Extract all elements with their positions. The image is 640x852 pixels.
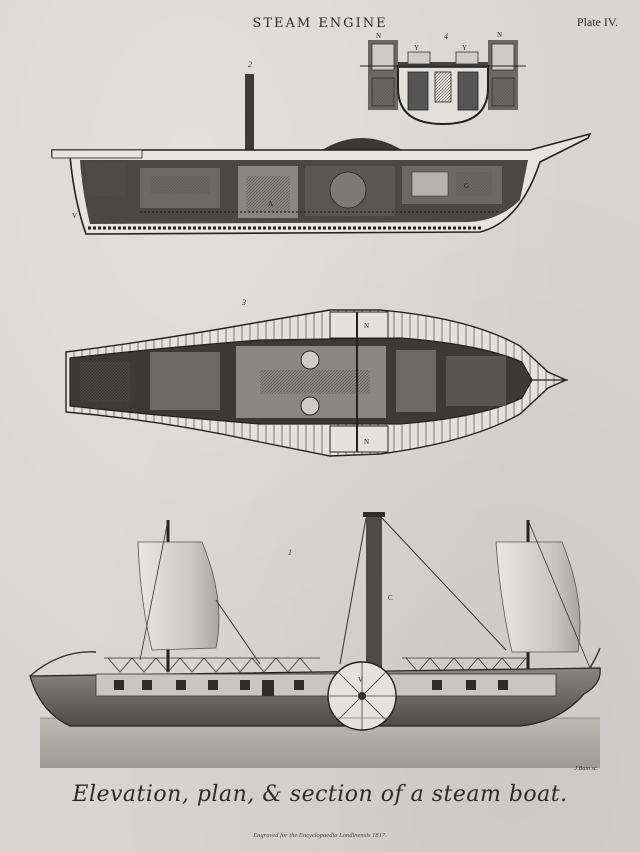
- plate-caption: Elevation, plan, & section of a steam bo…: [72, 782, 568, 807]
- label-y-left: Y: [414, 44, 419, 52]
- longitudinal-section-figure: [51, 74, 592, 235]
- label-n-right: N: [497, 31, 502, 39]
- deck-cabin-band: [95, 673, 557, 697]
- figure-number-3: 3: [242, 298, 246, 307]
- plate-number: Plate IV.: [576, 15, 618, 29]
- plan-paddle-box-bottom: [329, 425, 389, 453]
- deck-plan-figure: [65, 309, 568, 457]
- label-c-elev: C: [388, 594, 393, 602]
- label-v-elev: V: [358, 676, 363, 684]
- publisher-imprint: Engraved for the Encyclopaedia Londinens…: [253, 832, 387, 839]
- figure-number-1: 1: [288, 548, 292, 557]
- label-g-section: G: [464, 182, 469, 190]
- label-n-plan-bottom: N: [364, 438, 369, 446]
- cabin-windows: [114, 680, 508, 696]
- elevation-figure: [29, 512, 601, 768]
- label-n-plan-top: N: [364, 322, 369, 330]
- figure-number-4: 4: [444, 32, 448, 41]
- plan-paddle-box-top: [329, 311, 389, 339]
- label-a-section: A: [268, 200, 273, 208]
- plate-title: STEAM ENGINE: [252, 16, 388, 31]
- fore-sail: [137, 541, 220, 651]
- label-y-right: Y: [462, 44, 467, 52]
- label-v-section: V: [72, 212, 77, 220]
- elevation-funnel: [366, 514, 382, 670]
- label-n-left: N: [376, 32, 381, 40]
- section-funnel: [245, 74, 254, 164]
- engraver-signature: J.Bain sc.: [574, 766, 599, 772]
- cross-section-figure: [360, 40, 526, 126]
- figure-number-2: 2: [248, 60, 252, 69]
- main-sail: [495, 541, 581, 653]
- section-paddle-wheel: [322, 138, 402, 150]
